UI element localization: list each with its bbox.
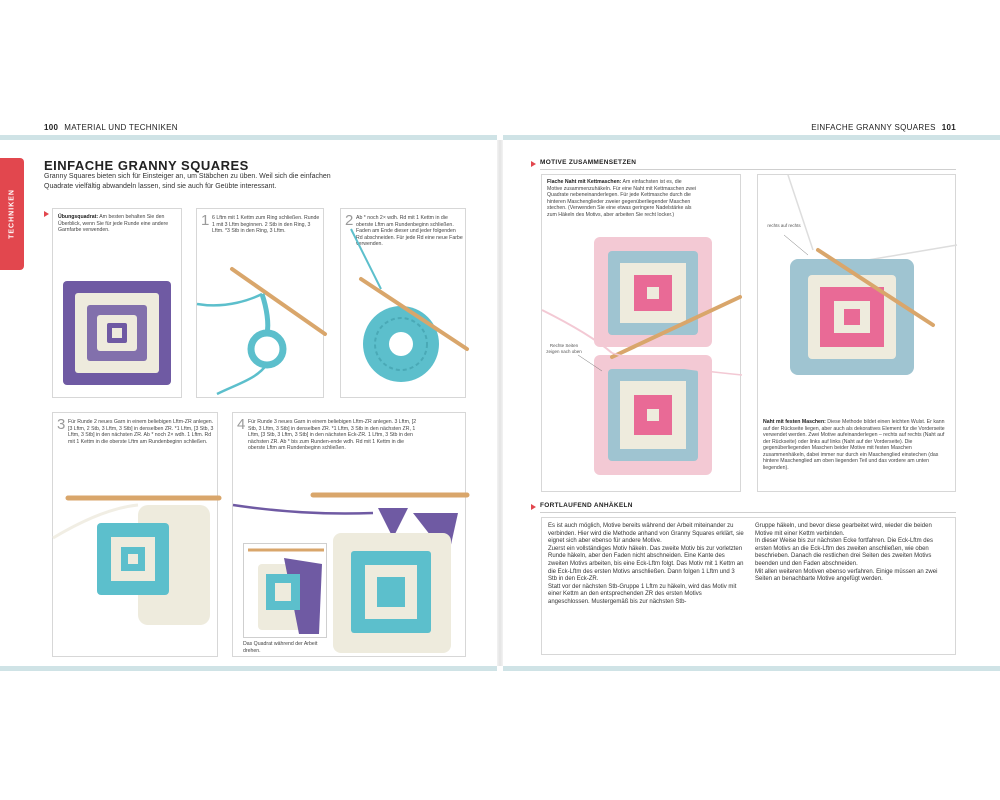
section-1-triangle-icon — [531, 161, 536, 167]
step-1-panel: 1 6 Lftm mit 1 Kettm zum Ring schließen.… — [196, 208, 327, 398]
section-2-heading: FORTLAUFEND ANHÄKELN — [540, 502, 633, 509]
continuous-joining-box: Es ist auch möglich, Motive bereits währ… — [541, 517, 956, 655]
step-3-caption: Für Runde 2 neues Garn in einem beliebig… — [68, 419, 214, 445]
continuous-joining-col-2: Gruppe häkeln, und bevor diese gearbeite… — [755, 523, 938, 583]
practice-square-caption: Übungsquadrat: Am besten behalten Sie de… — [58, 214, 176, 234]
solid-seam-caption: Naht mit festen Maschen: Diese Methode b… — [763, 419, 951, 471]
pink-squares-image — [541, 237, 743, 475]
right-page-header: EINFACHE GRANNY SQUARES 101 — [811, 123, 956, 132]
step-4-number: 4 — [237, 416, 246, 433]
inset-caption: Das Quadrat während der Arbeit drehen. — [243, 641, 318, 654]
step-4-panel: 4 Für Runde 3 neues Garn in einem belieb… — [232, 412, 470, 657]
step-4-image — [232, 492, 470, 653]
step-4-caption: Für Runde 3 neues Garn in einem beliebig… — [248, 419, 417, 451]
step-1-number: 1 — [201, 212, 210, 229]
chapter-tab-label: TECHNIKEN — [8, 189, 16, 239]
inset-turning-image — [248, 548, 324, 634]
book-gutter — [497, 140, 503, 666]
solid-seam-text: Diese Methode bildet einen leichten Wuls… — [763, 419, 945, 471]
page-title: EINFACHE GRANNY SQUARES — [44, 158, 249, 173]
chapter-tab: TECHNIKEN — [0, 158, 24, 270]
header-rule-left — [0, 135, 497, 140]
flat-seam-caption: Flache Naht mit Kettmaschen: Am einfachs… — [547, 179, 697, 218]
inset-photo — [243, 543, 327, 638]
practice-square-text: Am besten behalten Sie den Überblick, we… — [58, 214, 169, 233]
purple-granny-square-image — [63, 281, 171, 385]
solid-seam-label: Naht mit festen Maschen: — [763, 419, 826, 425]
continuous-joining-col-1: Es ist auch möglich, Motive bereits währ… — [548, 523, 744, 605]
step-2-image — [350, 228, 469, 382]
right-running-title: EINFACHE GRANNY SQUARES — [811, 123, 936, 132]
section-2-heading-rule — [540, 512, 956, 513]
bullet-triangle-icon — [44, 211, 49, 217]
label-right-sides-up: Rechte Seiten zeigen nach oben — [546, 343, 582, 354]
flat-seam-panel: Flache Naht mit Kettmaschen: Am einfachs… — [541, 174, 743, 492]
step-3-number: 3 — [57, 416, 66, 433]
practice-square-panel: Übungsquadrat: Am besten behalten Sie de… — [52, 208, 182, 398]
section-2-triangle-icon — [531, 504, 536, 510]
section-1-heading: MOTIVE ZUSAMMENSETZEN — [540, 159, 637, 166]
blue-square-image — [783, 174, 958, 375]
section-1-heading-rule — [540, 169, 956, 170]
footer-rule-left — [0, 666, 497, 671]
right-page-number: 101 — [941, 123, 956, 132]
step-1-image — [196, 267, 327, 396]
step-3-panel: 3 Für Runde 2 neues Garn in einem belieb… — [52, 412, 222, 657]
label-right-on-right: rechts auf rechts — [767, 223, 801, 228]
step-1-caption: 6 Lftm mit 1 Kettm zum Ring schließen. R… — [212, 215, 320, 234]
practice-square-label: Übungsquadrat: — [58, 214, 99, 220]
solid-seam-panel: rechts auf rechts Naht mit festen Masche… — [757, 174, 958, 492]
left-running-title: MATERIAL UND TECHNIKEN — [64, 123, 178, 132]
step-2-number: 2 — [345, 212, 354, 229]
header-rule-right — [503, 135, 1000, 140]
step-3-image — [52, 495, 222, 625]
flat-seam-text: Am einfachsten ist es, die Motive zusamm… — [547, 179, 697, 218]
flat-seam-label: Flache Naht mit Kettmaschen: — [547, 179, 622, 185]
footer-rule-right — [503, 666, 1000, 671]
step-2-panel: 2 Ab * noch 2× wdh. Rd mit 1 Kettm in di… — [340, 208, 469, 398]
left-page-number: 100 — [44, 123, 59, 132]
step-2-caption: Ab * noch 2× wdh. Rd mit 1 Kettm in die … — [356, 215, 463, 247]
left-page-header: 100 MATERIAL UND TECHNIKEN — [44, 123, 178, 132]
intro-text: Granny Squares bieten sich für Einsteige… — [44, 173, 331, 190]
